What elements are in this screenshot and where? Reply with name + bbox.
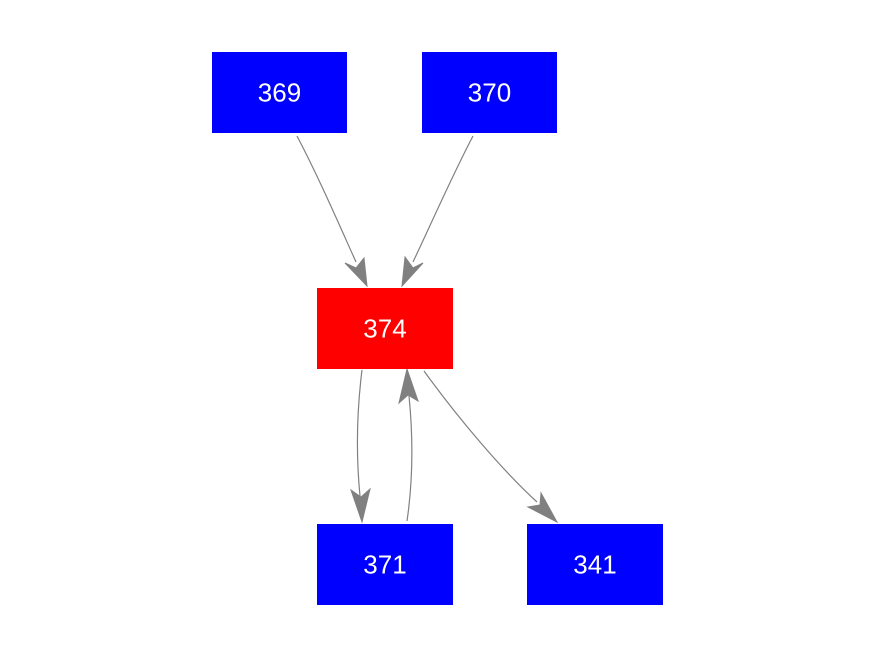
arrowhead-icon — [344, 256, 368, 288]
node-label: 369 — [258, 78, 301, 108]
arrowhead-icon — [526, 491, 559, 524]
node-label: 371 — [363, 550, 406, 580]
node-box[interactable] — [527, 524, 663, 605]
arrowhead-icon — [401, 255, 424, 288]
edge-369-to-374 — [296, 135, 368, 288]
node-369[interactable]: 369 — [212, 52, 347, 133]
edge-374-to-341 — [423, 370, 559, 524]
nodes: 369 370 374 371 341 — [212, 52, 663, 605]
node-box[interactable] — [317, 288, 453, 369]
edge-line — [356, 369, 363, 497]
edges — [296, 135, 559, 524]
arrowhead-icon — [350, 487, 371, 524]
node-box[interactable] — [212, 52, 347, 133]
node-box[interactable] — [317, 524, 453, 605]
edge-line — [412, 135, 474, 263]
node-box[interactable] — [422, 52, 557, 133]
arrowhead-icon — [398, 367, 419, 405]
node-341[interactable]: 341 — [527, 524, 663, 605]
node-label: 374 — [363, 314, 406, 344]
node-label: 341 — [573, 550, 616, 580]
edge-371-to-374 — [398, 367, 419, 522]
edge-line — [423, 370, 538, 503]
node-370[interactable]: 370 — [422, 52, 557, 133]
node-label: 370 — [468, 78, 511, 108]
node-371[interactable]: 371 — [317, 524, 453, 605]
edge-374-to-371 — [350, 369, 371, 524]
edge-line — [406, 395, 413, 522]
edge-line — [296, 135, 357, 263]
node-374[interactable]: 374 — [317, 288, 453, 369]
edge-370-to-374 — [401, 135, 474, 288]
